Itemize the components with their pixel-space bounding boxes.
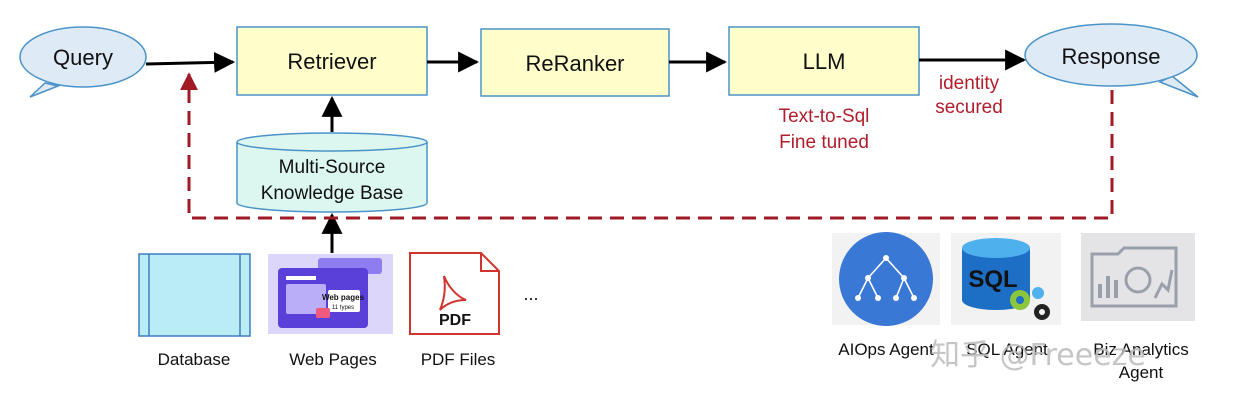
sql-agent-caption: SQL Agent <box>966 340 1048 359</box>
pdf-files-caption: PDF Files <box>421 350 496 369</box>
more-sources-ellipsis: ... <box>523 284 538 304</box>
llm-label: LLM <box>803 49 846 74</box>
response-annotation-line2: secured <box>935 97 1003 118</box>
pdf-file-icon: PDF <box>409 252 500 335</box>
web-pages-icon: Web pages 11 types <box>268 254 393 334</box>
aiops-agent-caption: AIOps Agent <box>838 340 934 359</box>
retriever-node: Retriever <box>236 26 428 96</box>
biz-analytics-agent-icon <box>1081 233 1195 321</box>
sql-icon-text: SQL <box>968 266 1017 293</box>
database-caption: Database <box>158 350 231 369</box>
aiops-agent-icon <box>832 232 940 326</box>
reranker-node: ReRanker <box>480 28 670 97</box>
query-node: Query <box>19 26 147 98</box>
knowledge-base-line2: Knowledge Base <box>261 183 404 204</box>
response-label: Response <box>1061 44 1160 69</box>
biz-analytics-caption-line1: Biz Analytics <box>1093 340 1188 359</box>
knowledge-base-node: Multi-Source Knowledge Base <box>236 132 428 213</box>
retriever-label: Retriever <box>287 49 376 74</box>
response-annotation-line1: identity <box>939 73 1000 94</box>
llm-node: LLM <box>728 26 920 96</box>
reranker-label: ReRanker <box>525 51 624 76</box>
web-thumb-subtitle: 11 types <box>332 305 354 311</box>
query-label: Query <box>53 45 113 70</box>
knowledge-base-line1: Multi-Source <box>279 157 386 178</box>
web-thumb-title: Web pages <box>322 293 365 302</box>
llm-annotation-line1: Text-to-Sql <box>779 106 870 127</box>
llm-annotation-line2: Fine tuned <box>779 132 869 153</box>
web-pages-caption: Web Pages <box>289 350 377 369</box>
feedback-loop-arrow <box>180 72 1114 220</box>
pdf-icon-label: PDF <box>439 312 471 329</box>
arrow-query-to-retriever <box>145 51 236 73</box>
response-node: Response <box>1024 23 1199 98</box>
database-icon <box>138 253 251 337</box>
watermark: 知乎 @Freeeze <box>930 338 1146 373</box>
sql-agent-icon: SQL <box>951 233 1061 325</box>
biz-analytics-caption-line2: Agent <box>1119 363 1164 382</box>
